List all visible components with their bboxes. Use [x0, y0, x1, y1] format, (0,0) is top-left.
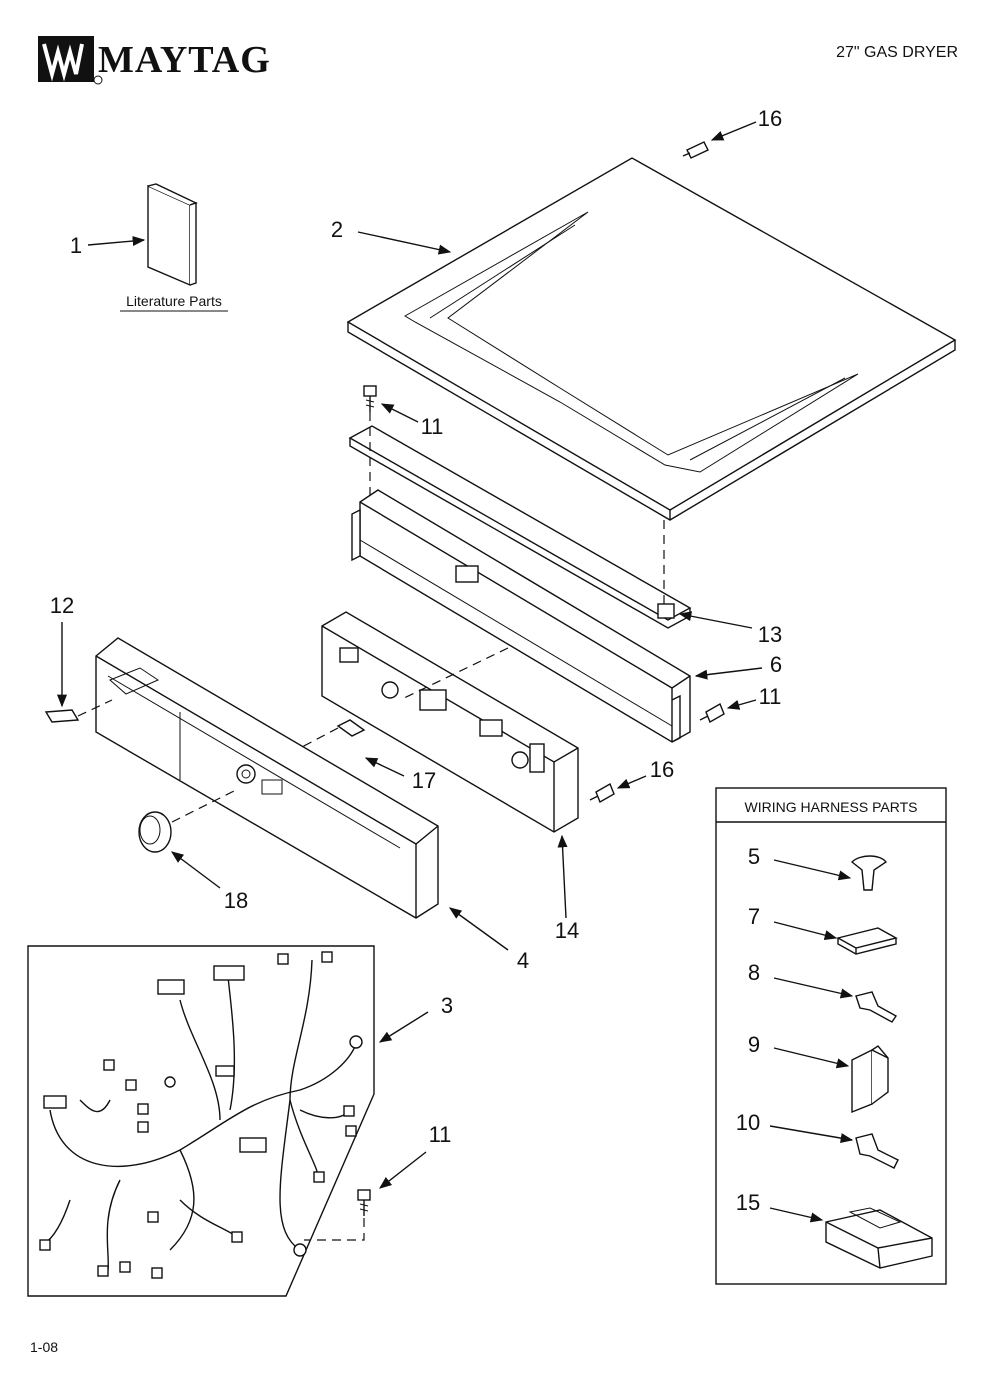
brand-name: MAYTAG — [98, 39, 271, 81]
terminal-8 — [855, 991, 898, 1023]
screw-16-top — [682, 141, 709, 159]
callout-2: 2 — [331, 217, 343, 242]
wiring-harness-parts-box: WIRING HARNESS PARTS — [715, 787, 947, 1285]
callout-1: 1 — [70, 233, 82, 258]
screw-11-bottom — [357, 1189, 371, 1216]
wiring-harness — [27, 945, 375, 1297]
page-code: 1-08 — [30, 1339, 58, 1355]
top-panel — [346, 157, 957, 521]
callout-16-right: 16 — [650, 757, 674, 782]
knob — [138, 811, 172, 853]
control-board — [321, 611, 579, 833]
screw-11-top — [363, 385, 377, 412]
callout-14: 14 — [555, 918, 579, 943]
callout-10: 10 — [736, 1110, 760, 1135]
part-12-insert — [44, 709, 80, 723]
connector-7 — [836, 927, 898, 955]
bracket-15 — [825, 1207, 933, 1269]
callout-18: 18 — [224, 888, 248, 913]
screw-11-right — [699, 702, 725, 724]
lens — [336, 719, 366, 737]
model-title: 27" GAS DRYER — [836, 44, 958, 61]
callout-11-top: 11 — [421, 414, 444, 439]
housing-9 — [851, 1045, 889, 1114]
callout-4: 4 — [517, 948, 529, 973]
callout-6: 6 — [770, 652, 782, 677]
literature-caption: Literature Parts — [126, 293, 222, 309]
top-bracket — [348, 425, 692, 629]
clip-5 — [850, 855, 888, 891]
wiring-box-title: WIRING HARNESS PARTS — [745, 799, 918, 815]
callout-3: 3 — [441, 993, 453, 1018]
callout-12: 12 — [50, 593, 74, 618]
callout-9: 9 — [748, 1032, 760, 1057]
screw-16-right — [589, 782, 615, 804]
callout-8: 8 — [748, 960, 760, 985]
control-panel — [95, 637, 439, 919]
callout-13: 13 — [758, 622, 782, 647]
callout-11-right: 11 — [759, 684, 782, 709]
callout-15: 15 — [736, 1190, 760, 1215]
callout-5: 5 — [748, 844, 760, 869]
callout-7: 7 — [748, 904, 760, 929]
callout-17: 17 — [412, 768, 436, 793]
terminal-10 — [855, 1133, 899, 1169]
console-frame — [351, 489, 691, 743]
literature-parts: Literature Parts — [120, 183, 228, 312]
callout-16-top: 16 — [758, 106, 782, 131]
maytag-logo: MAYTAG — [38, 36, 271, 85]
callout-11-bottom: 11 — [429, 1122, 452, 1147]
